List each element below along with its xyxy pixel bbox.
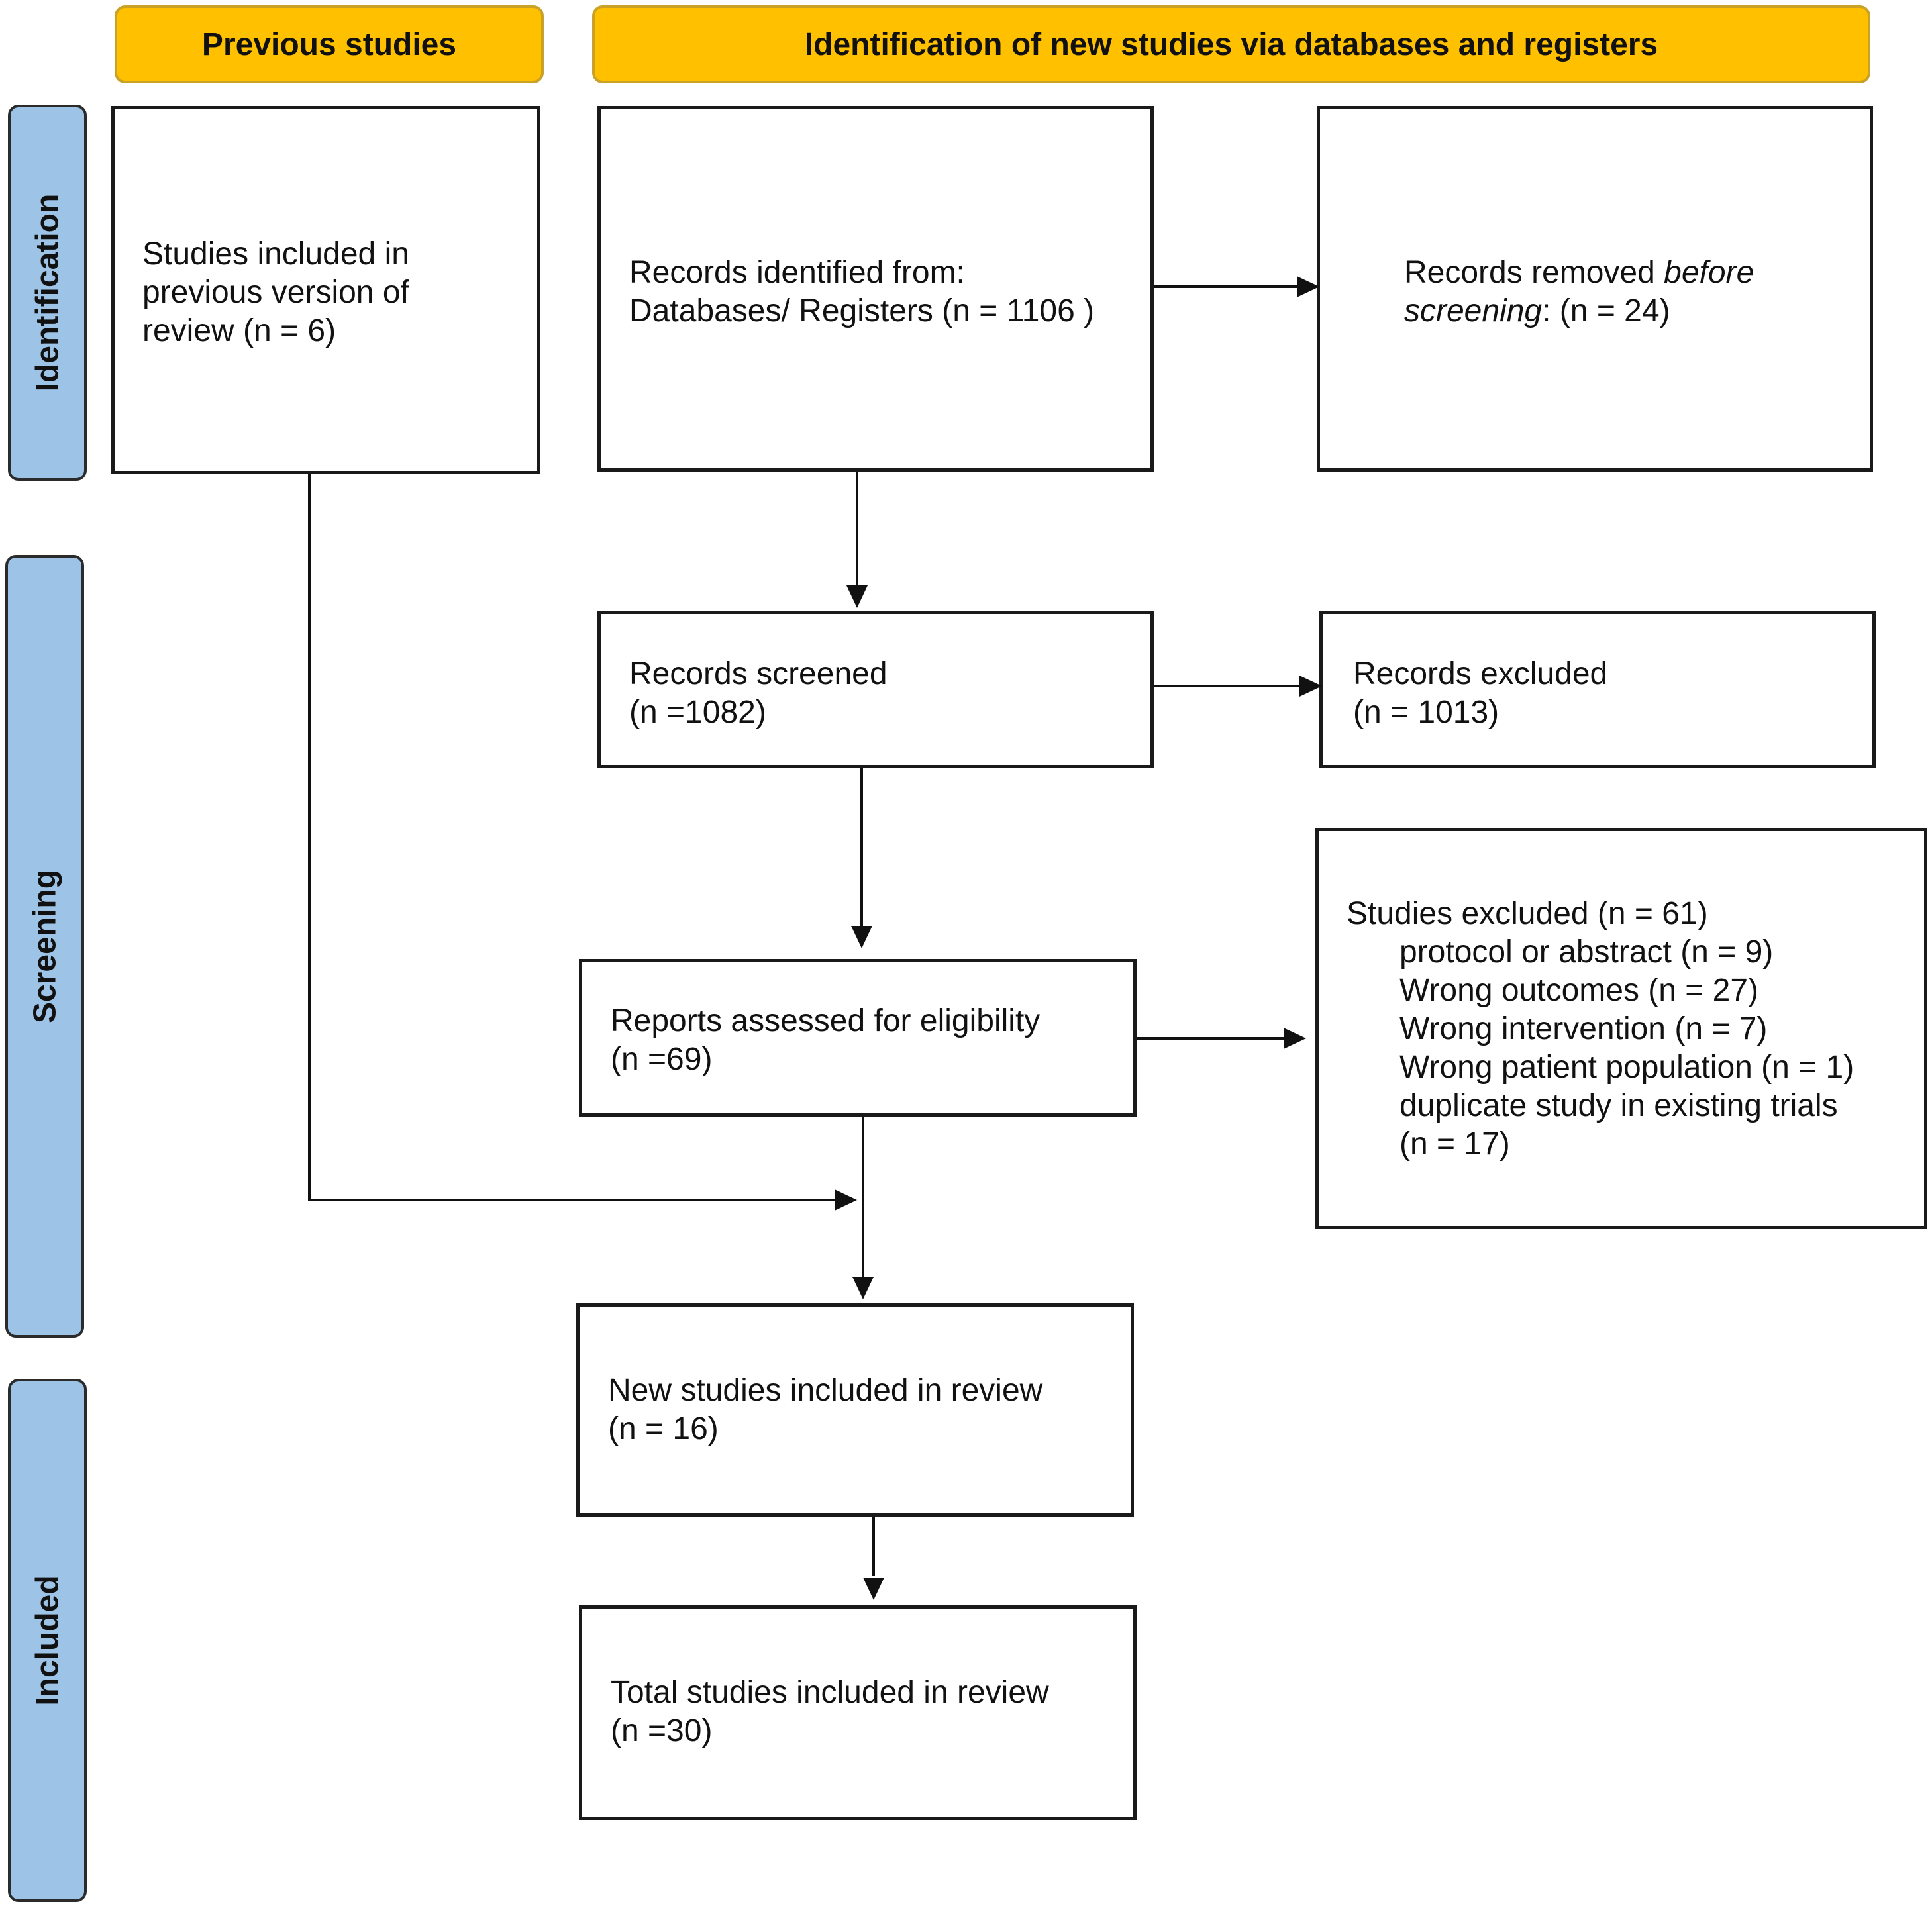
records-removed-count: : (n = 24) bbox=[1542, 293, 1670, 328]
box-studies-excluded: Studies excluded (n = 61) protocol or ab… bbox=[1315, 828, 1927, 1229]
records-screened-line: (n =1082) bbox=[629, 695, 766, 730]
exclusion-reason: protocol or abstract (n = 9) bbox=[1399, 934, 1774, 970]
arrowhead-screened-to-assessed bbox=[851, 926, 872, 948]
arrowhead-new-to-total bbox=[863, 1578, 884, 1600]
arrowhead-assessed-to-studies-excluded bbox=[1284, 1028, 1306, 1049]
box-reports-assessed: Reports assessed for eligibility (n =69) bbox=[579, 959, 1137, 1117]
records-removed-italic: screening bbox=[1404, 293, 1543, 328]
records-excluded-line: Records excluded bbox=[1353, 656, 1608, 691]
arrowhead-assessed-to-new-included bbox=[852, 1277, 874, 1299]
records-identified-line: Databases/ Registers (n = 1106 ) bbox=[629, 293, 1095, 328]
records-excluded-line: (n = 1013) bbox=[1353, 695, 1500, 730]
total-studies-included-text: Total studies included in review (n =30) bbox=[611, 1674, 1049, 1750]
arrowhead-screened-to-excluded bbox=[1299, 676, 1322, 697]
header-identification-new-studies-label: Identification of new studies via databa… bbox=[804, 26, 1658, 62]
stage-screening: Screening bbox=[5, 555, 84, 1338]
exclusion-reason: Wrong outcomes (n = 27) bbox=[1399, 973, 1759, 1008]
total-studies-included-line: Total studies included in review bbox=[611, 1675, 1049, 1710]
arrowhead-identified-to-screened bbox=[846, 585, 868, 608]
studies-excluded-text: Studies excluded (n = 61) protocol or ab… bbox=[1347, 895, 1854, 1164]
exclusion-reason: (n = 17) bbox=[1399, 1127, 1510, 1162]
stage-identification: Identification bbox=[8, 105, 87, 481]
previous-studies-line: previous version of bbox=[142, 275, 409, 310]
box-new-studies-included: New studies included in review (n = 16) bbox=[576, 1303, 1134, 1517]
exclusion-reason: Wrong patient population (n = 1) bbox=[1399, 1050, 1855, 1085]
total-studies-included-line: (n =30) bbox=[611, 1713, 713, 1748]
box-records-screened: Records screened (n =1082) bbox=[597, 611, 1154, 768]
reports-assessed-text: Reports assessed for eligibility (n =69) bbox=[611, 1002, 1040, 1079]
previous-studies-line: Studies included in bbox=[142, 236, 409, 272]
box-records-identified: Records identified from: Databases/ Regi… bbox=[597, 106, 1154, 472]
previous-studies-text: Studies included in previous version of … bbox=[142, 235, 409, 350]
header-previous-studies: Previous studies bbox=[115, 5, 544, 83]
arrowhead-previous-to-merge bbox=[835, 1189, 857, 1211]
reports-assessed-line: Reports assessed for eligibility bbox=[611, 1003, 1041, 1038]
stage-included: Included bbox=[8, 1379, 87, 1902]
arrow-previous-to-merge bbox=[308, 474, 835, 1201]
arrowhead-identified-to-removed bbox=[1297, 276, 1319, 297]
box-records-excluded: Records excluded (n = 1013) bbox=[1319, 611, 1876, 768]
new-studies-included-text: New studies included in review (n = 16) bbox=[608, 1372, 1042, 1448]
records-identified-text: Records identified from: Databases/ Regi… bbox=[629, 254, 1094, 330]
box-previous-studies: Studies included in previous version of … bbox=[111, 106, 540, 474]
exclusion-reason: duplicate study in existing trials bbox=[1399, 1088, 1838, 1123]
exclusion-reason: Wrong intervention (n = 7) bbox=[1399, 1011, 1768, 1046]
header-identification-new-studies: Identification of new studies via databa… bbox=[592, 5, 1870, 83]
previous-studies-line: review (n = 6) bbox=[142, 313, 336, 348]
records-identified-line: Records identified from: bbox=[629, 255, 965, 290]
reports-assessed-line: (n =69) bbox=[611, 1042, 713, 1077]
records-screened-line: Records screened bbox=[629, 656, 888, 691]
header-previous-studies-label: Previous studies bbox=[201, 26, 457, 62]
records-removed-prefix: Records removed bbox=[1404, 255, 1664, 290]
new-studies-included-line: New studies included in review bbox=[608, 1373, 1043, 1408]
box-records-removed: Records removed before screening: (n = 2… bbox=[1317, 106, 1873, 472]
records-removed-text: Records removed before screening: (n = 2… bbox=[1404, 254, 1754, 330]
box-total-studies-included: Total studies included in review (n =30) bbox=[579, 1605, 1137, 1820]
records-removed-italic: before bbox=[1664, 255, 1754, 290]
records-excluded-text: Records excluded (n = 1013) bbox=[1353, 655, 1607, 732]
studies-excluded-title: Studies excluded (n = 61) bbox=[1347, 896, 1708, 931]
new-studies-included-line: (n = 16) bbox=[608, 1411, 719, 1446]
records-screened-text: Records screened (n =1082) bbox=[629, 655, 888, 732]
